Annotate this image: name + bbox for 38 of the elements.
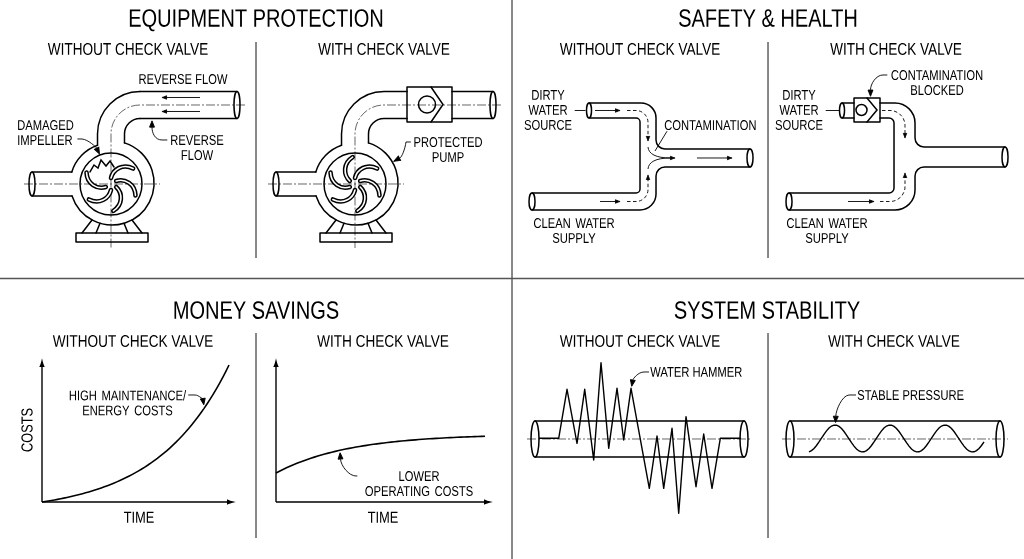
callout-label: DIRTY WATER SOURCE [524, 90, 572, 130]
callout-label: STABLE PRESSURE [857, 390, 964, 401]
section-heading: SYSTEM STABILITY [674, 301, 860, 319]
leader-line [149, 120, 168, 141]
callout-label: DAMAGED IMPELLER [18, 120, 74, 145]
leader-line [76, 138, 100, 155]
section-heading: SAFETY & HEALTH [679, 9, 857, 27]
cost-curve [41, 364, 230, 503]
callout-label: CONTAMINATION BLOCKED [891, 70, 983, 96]
leader-line [654, 130, 668, 152]
panel-heading: WITH CHECK VALVE [828, 334, 960, 347]
pump-casing [315, 142, 399, 226]
leader-line [832, 394, 857, 423]
pipe-label: CLEAN WATER SUPPLY [533, 218, 615, 244]
panel-heading: WITH CHECK VALVE [317, 334, 449, 347]
pressure-wave [808, 424, 985, 453]
leader-line [825, 110, 840, 111]
check-valve-symbol [853, 97, 881, 123]
panel-heading: WITHOUT CHECK VALVE [47, 42, 208, 55]
leader-line [393, 141, 412, 162]
pipe-label: CLEAN WATER SUPPLY [786, 218, 868, 244]
pipe-drawing [139, 90, 241, 120]
section-heading: MONEY SAVINGS [174, 301, 339, 319]
panel-heading: WITH CHECK VALVE [830, 42, 962, 55]
impeller-drawing [79, 152, 143, 216]
callout-label: DIRTY WATER SOURCE [775, 90, 823, 130]
callout-label: LOWER OPERATING COSTS [365, 471, 473, 497]
leader-line [187, 394, 206, 406]
pipe-drawing [838, 102, 855, 119]
leader-line [867, 74, 888, 97]
leader-line [629, 371, 650, 387]
pressure-wave [538, 362, 742, 514]
callout-label: PROTECTED PUMP [414, 137, 482, 163]
leader-line [574, 110, 586, 111]
callout-label: REVERSE FLOW [171, 135, 224, 161]
panel-heading: WITH CHECK VALVE [318, 42, 450, 55]
flow-label: REVERSE FLOW [139, 74, 228, 85]
leader-line [337, 452, 358, 477]
